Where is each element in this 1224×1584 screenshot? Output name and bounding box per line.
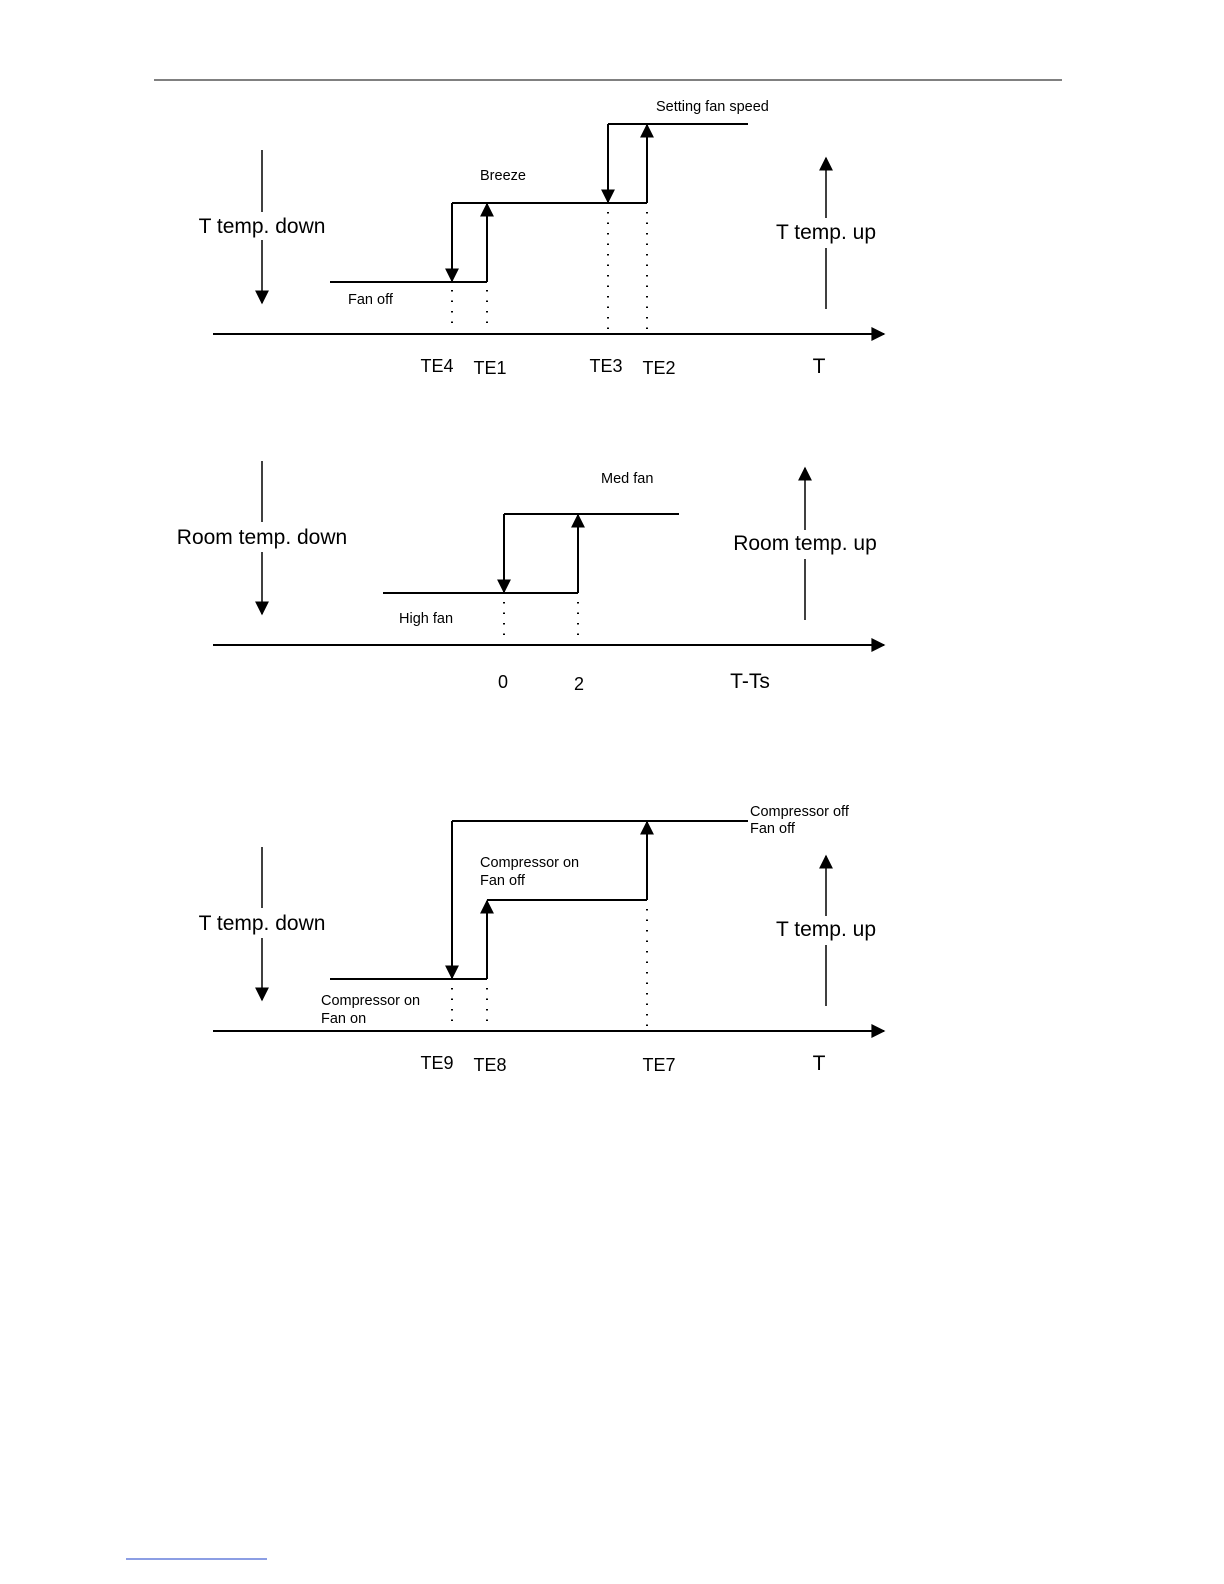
level-setting-label: Setting fan speed <box>656 99 769 115</box>
level-high-fan-label: High fan <box>399 611 453 627</box>
tick-label-te9: TE9 <box>420 1053 453 1073</box>
tick-label-te8: TE8 <box>473 1055 506 1075</box>
level-comp-on-fan-on-label-2: Fan on <box>321 1011 366 1027</box>
tick-label-te2: TE2 <box>642 358 675 378</box>
temp-up-label: T temp. up <box>776 221 876 244</box>
room-temp-up-label: Room temp. up <box>733 532 877 555</box>
t-temp-up-label: T temp. up <box>776 918 876 941</box>
level-breeze-label: Breeze <box>480 168 526 184</box>
diagram-fan-speed: T temp. down T temp. up Fan off Breeze S… <box>199 99 884 378</box>
temp-down-label: T temp. down <box>199 215 326 238</box>
diagram-room-temp-fan: Room temp. down Room temp. up High fan M… <box>177 461 884 694</box>
level-comp-on-fan-on-label: Compressor on <box>321 993 420 1009</box>
tick-label-te1: TE1 <box>473 358 506 378</box>
level-comp-on-fan-off-label-2: Fan off <box>480 873 526 889</box>
level-med-fan-label: Med fan <box>601 471 653 487</box>
level-comp-off-fan-off-label-2: Fan off <box>750 821 796 837</box>
tick-label-0: 0 <box>498 672 508 692</box>
axis-label-t-3: T <box>813 1052 826 1075</box>
level-fan-off-label: Fan off <box>348 292 394 308</box>
level-comp-off-fan-off-label: Compressor off <box>750 804 850 820</box>
level-comp-on-fan-off-label: Compressor on <box>480 855 579 871</box>
tick-label-te4: TE4 <box>420 356 453 376</box>
t-temp-down-label: T temp. down <box>199 912 326 935</box>
tick-label-2: 2 <box>574 674 584 694</box>
diagram-compressor: T temp. down T temp. up Compressor on Fa… <box>199 804 884 1075</box>
room-temp-down-label: Room temp. down <box>177 526 347 549</box>
axis-label-t-ts: T-Ts <box>730 670 770 693</box>
tick-label-te3: TE3 <box>589 356 622 376</box>
tick-label-te7: TE7 <box>642 1055 675 1075</box>
axis-label-t: T <box>813 355 826 378</box>
